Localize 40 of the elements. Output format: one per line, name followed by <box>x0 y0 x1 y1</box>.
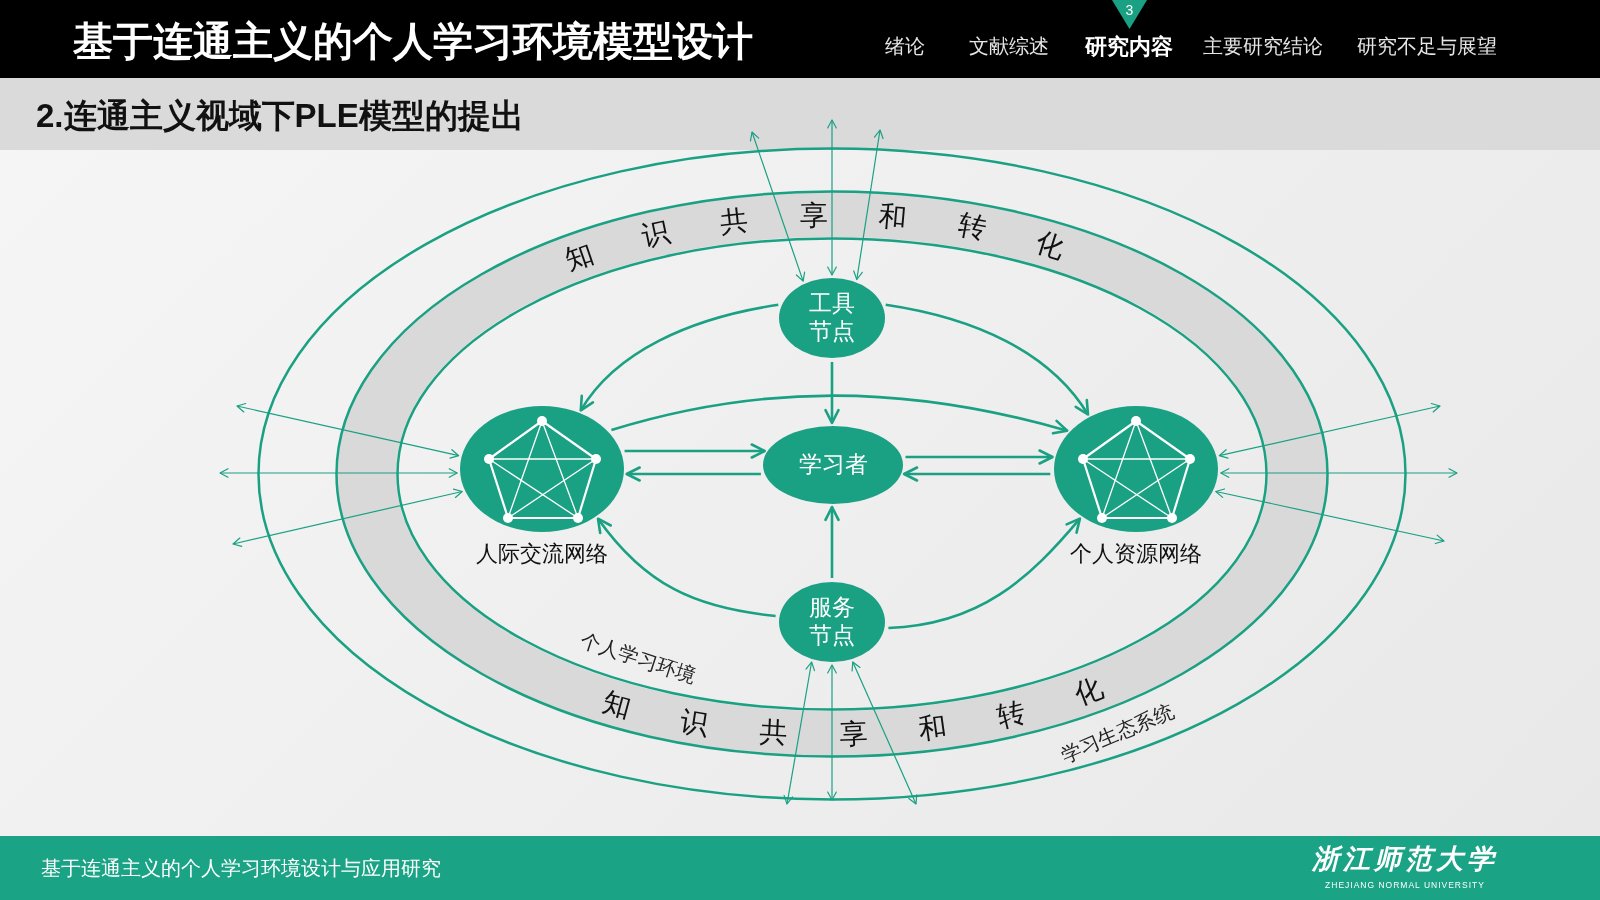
footer-text: 基于连通主义的个人学习环境设计与应用研究 <box>41 856 441 880</box>
arc-text: 知 识 共 享 和 转 化 <box>560 198 1090 276</box>
double-arrow <box>851 661 918 805</box>
double-arrow <box>1218 402 1441 459</box>
arrow <box>905 449 1054 465</box>
active-nav-label: 研究内容 <box>1085 33 1173 61</box>
arrow <box>625 466 761 482</box>
arrow <box>885 303 1090 416</box>
section-number-marker: 3 <box>1112 0 1147 29</box>
arrow <box>824 505 840 578</box>
nav-label: 主要研究结论 <box>1203 34 1323 58</box>
double-arrow <box>1220 468 1458 478</box>
double-arrow <box>827 664 837 801</box>
arrow <box>624 443 766 459</box>
arrow <box>596 517 776 618</box>
nav-label: 研究不足与展望 <box>1357 34 1497 58</box>
double-arrow <box>749 131 806 282</box>
nav-label: 文献综述 <box>969 34 1049 58</box>
double-arrow <box>236 402 460 459</box>
double-arrow <box>219 468 458 478</box>
double-arrow <box>853 129 884 281</box>
node-label: 学习者 <box>798 451 868 479</box>
page-title: 基于连通主义的个人学习环境模型设计 <box>73 18 753 64</box>
arrow <box>579 303 779 412</box>
node-label: 人际交流网络 <box>476 541 608 568</box>
node-label: 个人资源网络 <box>1070 541 1202 568</box>
node-label: 服务节点 <box>808 594 856 650</box>
double-arrow <box>232 488 463 548</box>
double-arrow <box>827 119 837 276</box>
node-label: 工具节点 <box>808 290 856 346</box>
ellipse-label: 个人学习环境 <box>577 628 699 688</box>
university-name: 浙江师范大学 <box>1312 845 1498 875</box>
arrow <box>888 517 1082 630</box>
double-arrow <box>783 661 816 805</box>
section-heading: 2.连通主义视域下PLE模型的提出 <box>36 96 524 136</box>
university-name-english: ZHEJIANG NORMAL UNIVERSITY <box>1325 880 1485 890</box>
nav-label: 绪论 <box>885 34 925 58</box>
arrow <box>611 394 1069 435</box>
arrow <box>902 466 1051 482</box>
double-arrow <box>1215 488 1445 545</box>
